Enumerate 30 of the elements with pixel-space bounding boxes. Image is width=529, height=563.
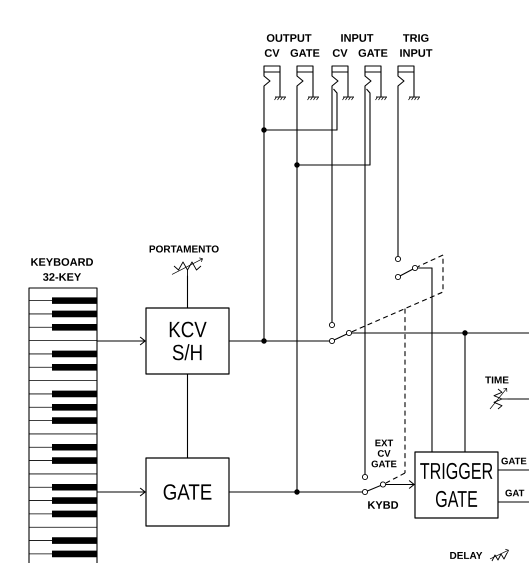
wire	[186, 373, 188, 459]
edge-label: GAT	[504, 489, 525, 497]
wire	[228, 99, 371, 493]
wire	[397, 99, 399, 257]
wire	[497, 469, 529, 471]
switch-symbol	[394, 256, 418, 280]
node-label: KEYBOARD 32-KEY	[31, 258, 94, 281]
arrow	[385, 480, 415, 489]
block-box: GATE	[145, 457, 230, 527]
wire	[186, 275, 188, 309]
edge-label: GATE	[500, 457, 528, 465]
keyboard: KEYBOARD 32-KEY	[28, 258, 98, 563]
wire	[331, 99, 333, 323]
control-label: DELAY	[450, 552, 482, 559]
wire	[364, 99, 366, 475]
arrow	[96, 336, 146, 346]
wire	[228, 99, 338, 342]
group-label: INPUT	[341, 34, 374, 42]
group-label: OUTPUT	[266, 34, 312, 42]
block-box: TRIGGER GATE	[414, 451, 499, 519]
wire	[507, 398, 529, 400]
arrow	[96, 488, 146, 496]
terminal-label: KYBD	[368, 501, 398, 509]
wire	[497, 501, 529, 503]
switch-symbol	[328, 322, 352, 344]
wire	[351, 332, 529, 453]
dashed-line	[351, 254, 444, 484]
wire	[417, 267, 433, 453]
block-box: KCV S/H	[145, 307, 230, 375]
terminal-label: EXT CV GATE	[372, 440, 396, 468]
